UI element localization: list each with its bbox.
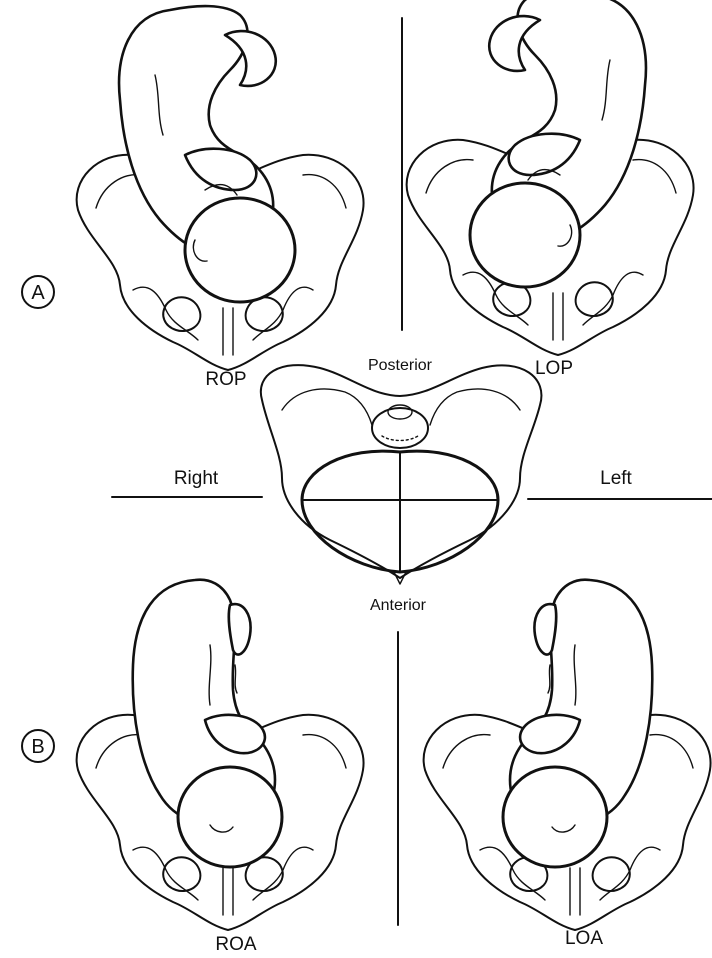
panel-b-letter: B <box>31 736 44 758</box>
panel-a-letter: A <box>31 282 45 304</box>
left-label: Left <box>600 468 632 489</box>
rop-label: ROP <box>205 369 246 390</box>
loa-drawing <box>424 580 711 930</box>
central-pelvis-diagram <box>261 365 542 584</box>
lop-label: LOP <box>535 358 573 379</box>
central-ilium-right <box>282 389 372 425</box>
lop-drawing <box>407 0 694 355</box>
rop-fetus <box>119 6 295 302</box>
loa-fetus <box>503 580 652 867</box>
roa-fetus <box>133 580 282 867</box>
loa-label: LOA <box>565 928 603 949</box>
central-pelvis-outline <box>261 365 542 578</box>
lop-fetus <box>470 0 646 287</box>
panel-b-marker: B <box>22 730 54 762</box>
panel-a-marker: A <box>22 276 54 308</box>
anterior-label: Anterior <box>370 597 427 614</box>
roa-drawing <box>77 580 364 930</box>
posterior-label: Posterior <box>368 357 433 374</box>
rop-drawing <box>77 6 364 370</box>
central-ilium-left <box>430 389 520 425</box>
roa-label: ROA <box>215 934 257 955</box>
central-sacrum <box>372 408 428 448</box>
right-label: Right <box>174 468 219 489</box>
